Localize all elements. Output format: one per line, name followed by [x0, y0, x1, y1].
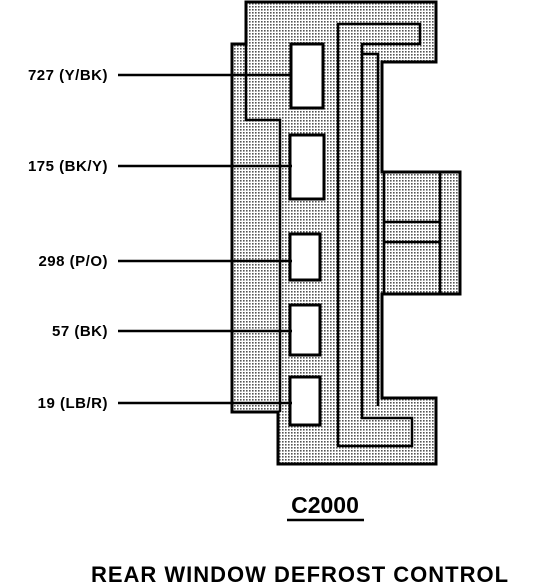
pin-cavity-3 [288, 232, 322, 282]
pin-cavity-5 [288, 375, 322, 427]
pin-labels: 727 (Y/BK) 175 (BK/Y) 298 (P/O) 57 (BK) … [28, 67, 108, 412]
housing-channel-outer [336, 22, 422, 448]
connector-housing [230, 0, 462, 466]
leader-lines [118, 73, 292, 405]
pin-label-2: 175 (BK/Y) [28, 158, 108, 175]
pin-label-3: 298 (P/O) [38, 253, 108, 270]
connector-id-label: C2000 [291, 492, 359, 518]
component-title: REAR WINDOW DEFROST CONTROL [91, 562, 509, 586]
pin-label-1: 727 (Y/BK) [28, 67, 108, 84]
housing-channel-inner [362, 52, 380, 406]
pin-cavity-2 [288, 133, 326, 201]
housing-body [230, 0, 462, 466]
pin-label-5: 19 (LB/R) [38, 395, 108, 412]
latch-block [382, 170, 442, 294]
pin-cavity-1 [289, 42, 325, 110]
pin-cavity-4 [288, 303, 322, 357]
housing-inner-wall-left [244, 44, 282, 412]
pin-label-4: 57 (BK) [52, 323, 108, 340]
